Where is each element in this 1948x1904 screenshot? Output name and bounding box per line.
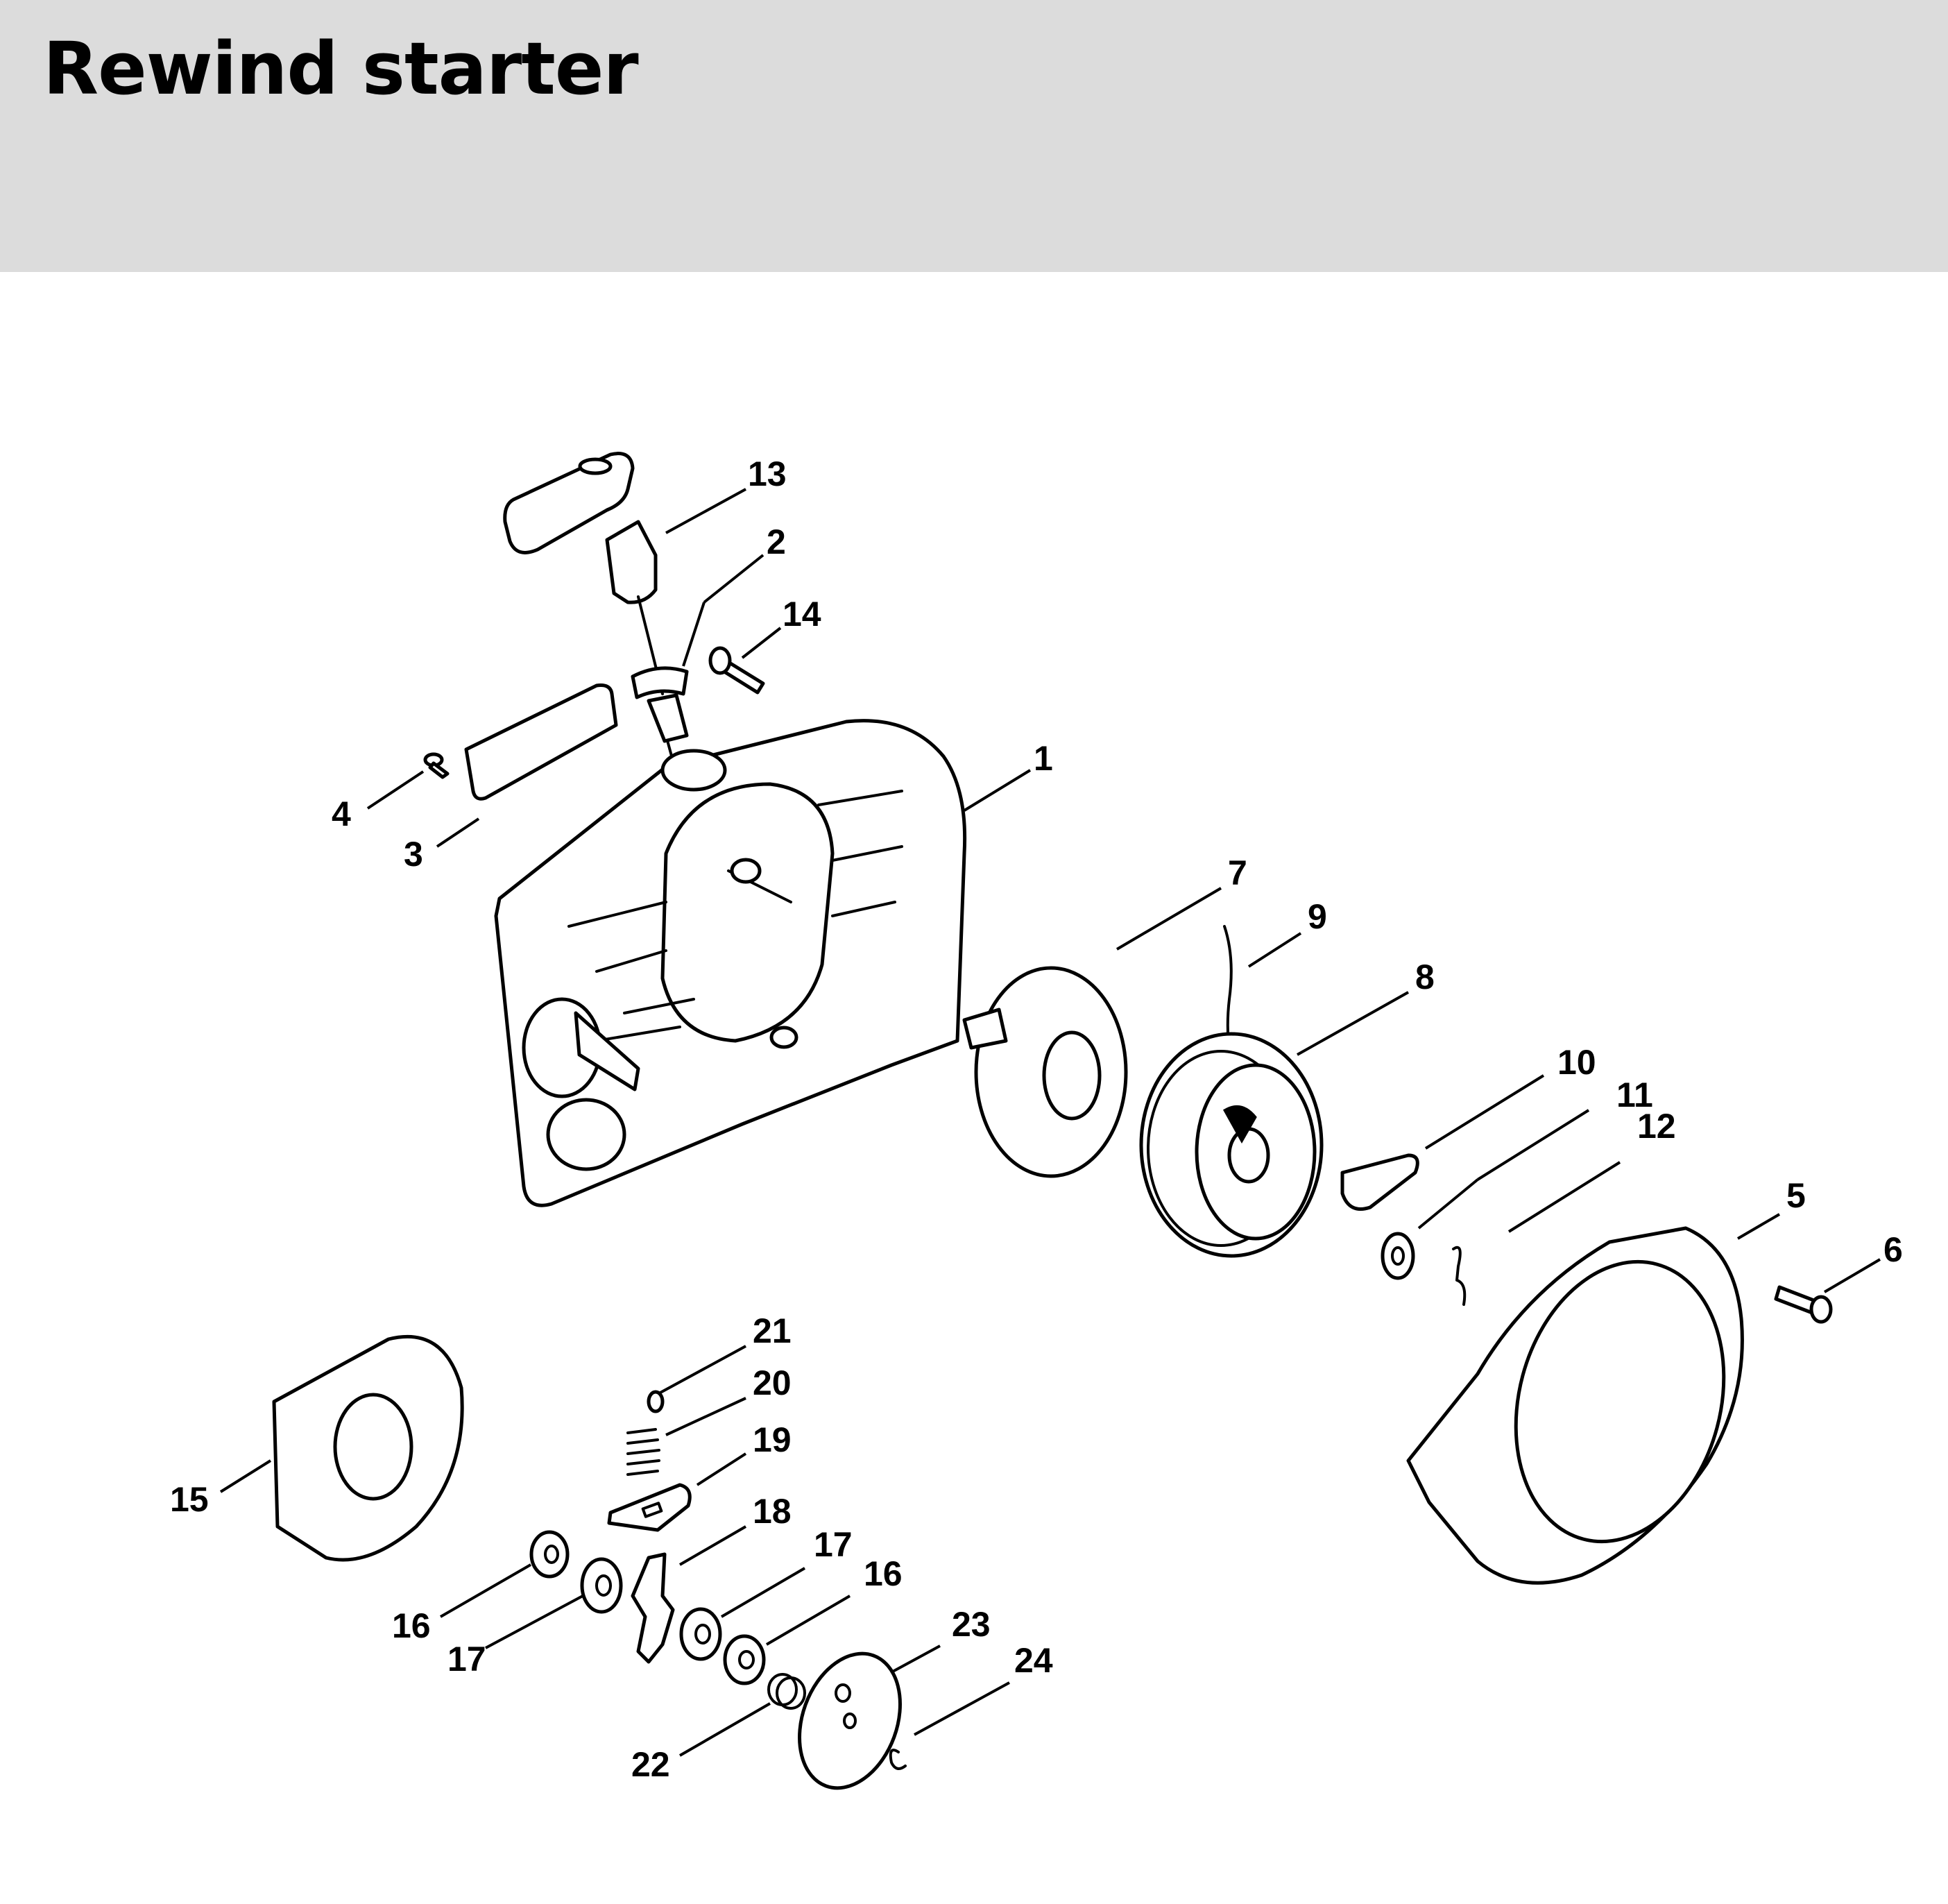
e-clip xyxy=(889,1749,907,1770)
callout-20: 20 xyxy=(753,1363,792,1402)
callout-24: 24 xyxy=(1014,1641,1053,1680)
callout-1: 1 xyxy=(1034,739,1053,778)
callout-4: 4 xyxy=(332,794,351,833)
washer-17-right xyxy=(679,1607,722,1661)
screw-4 xyxy=(423,752,450,779)
cover-plate xyxy=(464,683,618,801)
washer-11 xyxy=(1381,1232,1415,1280)
clip-21 xyxy=(647,1390,665,1413)
callout-12: 12 xyxy=(1637,1107,1676,1146)
callout-19: 19 xyxy=(753,1420,792,1459)
starter-cover xyxy=(1406,1226,1744,1585)
screw-6 xyxy=(1774,1285,1833,1324)
screw-14 xyxy=(708,646,765,695)
pawl xyxy=(1340,1153,1419,1211)
washer-17-left xyxy=(580,1557,623,1614)
callouts: 13 2 14 1 4 3 7 9 8 10 11 12 5 6 15 21 2… xyxy=(170,454,1903,1784)
callout-22: 22 xyxy=(631,1745,670,1784)
callout-17-left: 17 xyxy=(447,1640,486,1678)
callout-3: 3 xyxy=(404,835,423,874)
spring-clip xyxy=(1452,1246,1467,1306)
callout-10: 10 xyxy=(1557,1043,1596,1082)
callout-16-left: 16 xyxy=(392,1606,431,1645)
callout-15: 15 xyxy=(170,1480,209,1519)
guide-plate xyxy=(607,1483,692,1532)
callout-8: 8 xyxy=(1415,958,1435,996)
callout-6: 6 xyxy=(1883,1230,1903,1269)
callout-18: 18 xyxy=(753,1492,792,1531)
callout-21: 21 xyxy=(753,1311,792,1350)
callout-13: 13 xyxy=(748,454,787,493)
callout-16-right: 16 xyxy=(864,1554,903,1593)
torsion-spring xyxy=(767,1673,806,1710)
fan-disc xyxy=(272,1334,464,1562)
callout-17-right: 17 xyxy=(814,1525,853,1564)
callout-11: 11 xyxy=(1616,1076,1653,1114)
callout-2: 2 xyxy=(767,522,786,561)
washer-16-right xyxy=(723,1634,766,1685)
callout-14: 14 xyxy=(783,595,821,634)
page-title: Rewind starter xyxy=(43,26,639,111)
washer-16-left xyxy=(529,1530,570,1579)
callout-7: 7 xyxy=(1228,853,1247,892)
compression-spring xyxy=(626,1428,660,1476)
header-band: Rewind starter xyxy=(0,0,1948,272)
starter-rope xyxy=(631,595,689,775)
callout-5: 5 xyxy=(1786,1176,1806,1215)
retainer-disc xyxy=(798,1651,902,1790)
pawl-lever xyxy=(631,1552,675,1664)
fan-housing xyxy=(494,719,967,1207)
starter-grip xyxy=(503,452,658,604)
callout-23: 23 xyxy=(952,1605,991,1644)
callout-9: 9 xyxy=(1308,897,1327,936)
rope-rotor xyxy=(1139,1032,1324,1258)
spring-housing xyxy=(962,966,1128,1178)
leader-lines xyxy=(219,488,1881,1757)
